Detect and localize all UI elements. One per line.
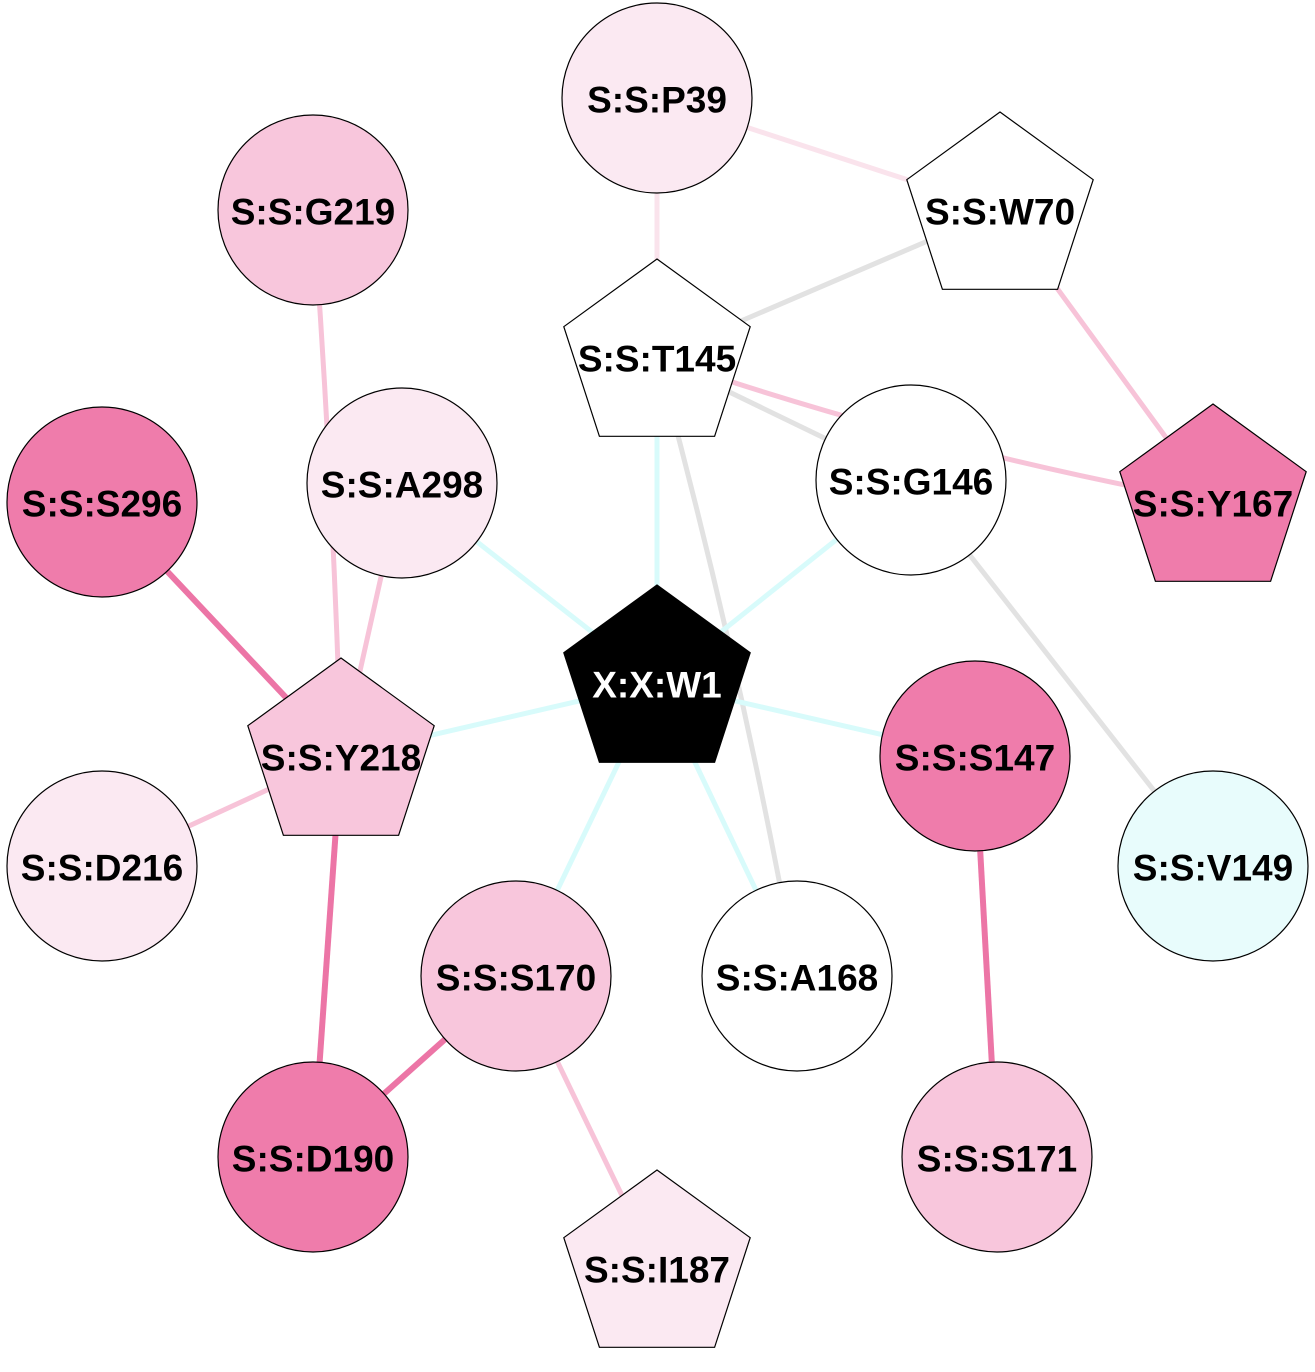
node-s296: S:S:S296 xyxy=(6,406,198,598)
node-t145-pentagon xyxy=(563,258,751,437)
node-s170-circle xyxy=(420,880,612,1072)
node-s171-circle xyxy=(901,1061,1093,1253)
node-label-a168: S:S:A168 xyxy=(716,958,878,999)
node-label-d190: S:S:D190 xyxy=(232,1139,394,1180)
node-v149: S:S:V149 xyxy=(1117,770,1309,962)
node-label-s170: S:S:S170 xyxy=(436,958,596,999)
node-a298-circle xyxy=(306,387,498,579)
node-g146-circle xyxy=(815,384,1007,576)
node-a298: S:S:A298 xyxy=(306,387,498,579)
node-label-v149: S:S:V149 xyxy=(1133,848,1293,889)
node-g219-circle xyxy=(217,114,409,306)
node-w70-pentagon xyxy=(906,111,1094,290)
node-y218-pentagon xyxy=(247,657,435,836)
node-label-w1: X:X:W1 xyxy=(592,665,722,706)
node-s147-circle xyxy=(879,660,1071,852)
node-d190-circle xyxy=(217,1061,409,1253)
node-p39: S:S:P39 xyxy=(561,2,753,194)
node-s170: S:S:S170 xyxy=(420,880,612,1072)
node-a168: S:S:A168 xyxy=(701,880,893,1072)
node-label-g146: S:S:G146 xyxy=(829,462,994,503)
node-i187-pentagon xyxy=(563,1169,751,1348)
node-d216: S:S:D216 xyxy=(6,770,198,962)
node-g219: S:S:G219 xyxy=(217,114,409,306)
node-label-i187: S:S:I187 xyxy=(584,1250,730,1291)
node-label-p39: S:S:P39 xyxy=(587,80,727,121)
node-i187: S:S:I187 xyxy=(563,1169,751,1348)
node-w1: X:X:W1 xyxy=(563,584,751,763)
node-label-s171: S:S:S171 xyxy=(917,1139,1077,1180)
node-g146: S:S:G146 xyxy=(815,384,1007,576)
node-v149-circle xyxy=(1117,770,1309,962)
node-y167-pentagon xyxy=(1119,403,1307,582)
node-t145: S:S:T145 xyxy=(563,258,751,437)
node-s296-circle xyxy=(6,406,198,598)
node-w1-pentagon xyxy=(563,584,751,763)
node-label-s296: S:S:S296 xyxy=(22,484,182,525)
node-d216-circle xyxy=(6,770,198,962)
node-s171: S:S:S171 xyxy=(901,1061,1093,1253)
node-label-d216: S:S:D216 xyxy=(21,848,183,889)
node-y218: S:S:Y218 xyxy=(247,657,435,836)
node-y167: S:S:Y167 xyxy=(1119,403,1307,582)
node-label-g219: S:S:G219 xyxy=(231,192,396,233)
node-w70: S:S:W70 xyxy=(906,111,1094,290)
node-label-w70: S:S:W70 xyxy=(925,192,1075,233)
node-s147: S:S:S147 xyxy=(879,660,1071,852)
node-p39-circle xyxy=(561,2,753,194)
node-d190: S:S:D190 xyxy=(217,1061,409,1253)
node-label-t145: S:S:T145 xyxy=(578,339,736,380)
node-a168-circle xyxy=(701,880,893,1072)
node-label-a298: S:S:A298 xyxy=(321,465,483,506)
node-label-y167: S:S:Y167 xyxy=(1133,484,1293,525)
node-label-s147: S:S:S147 xyxy=(895,738,1055,779)
node-label-y218: S:S:Y218 xyxy=(261,738,421,779)
